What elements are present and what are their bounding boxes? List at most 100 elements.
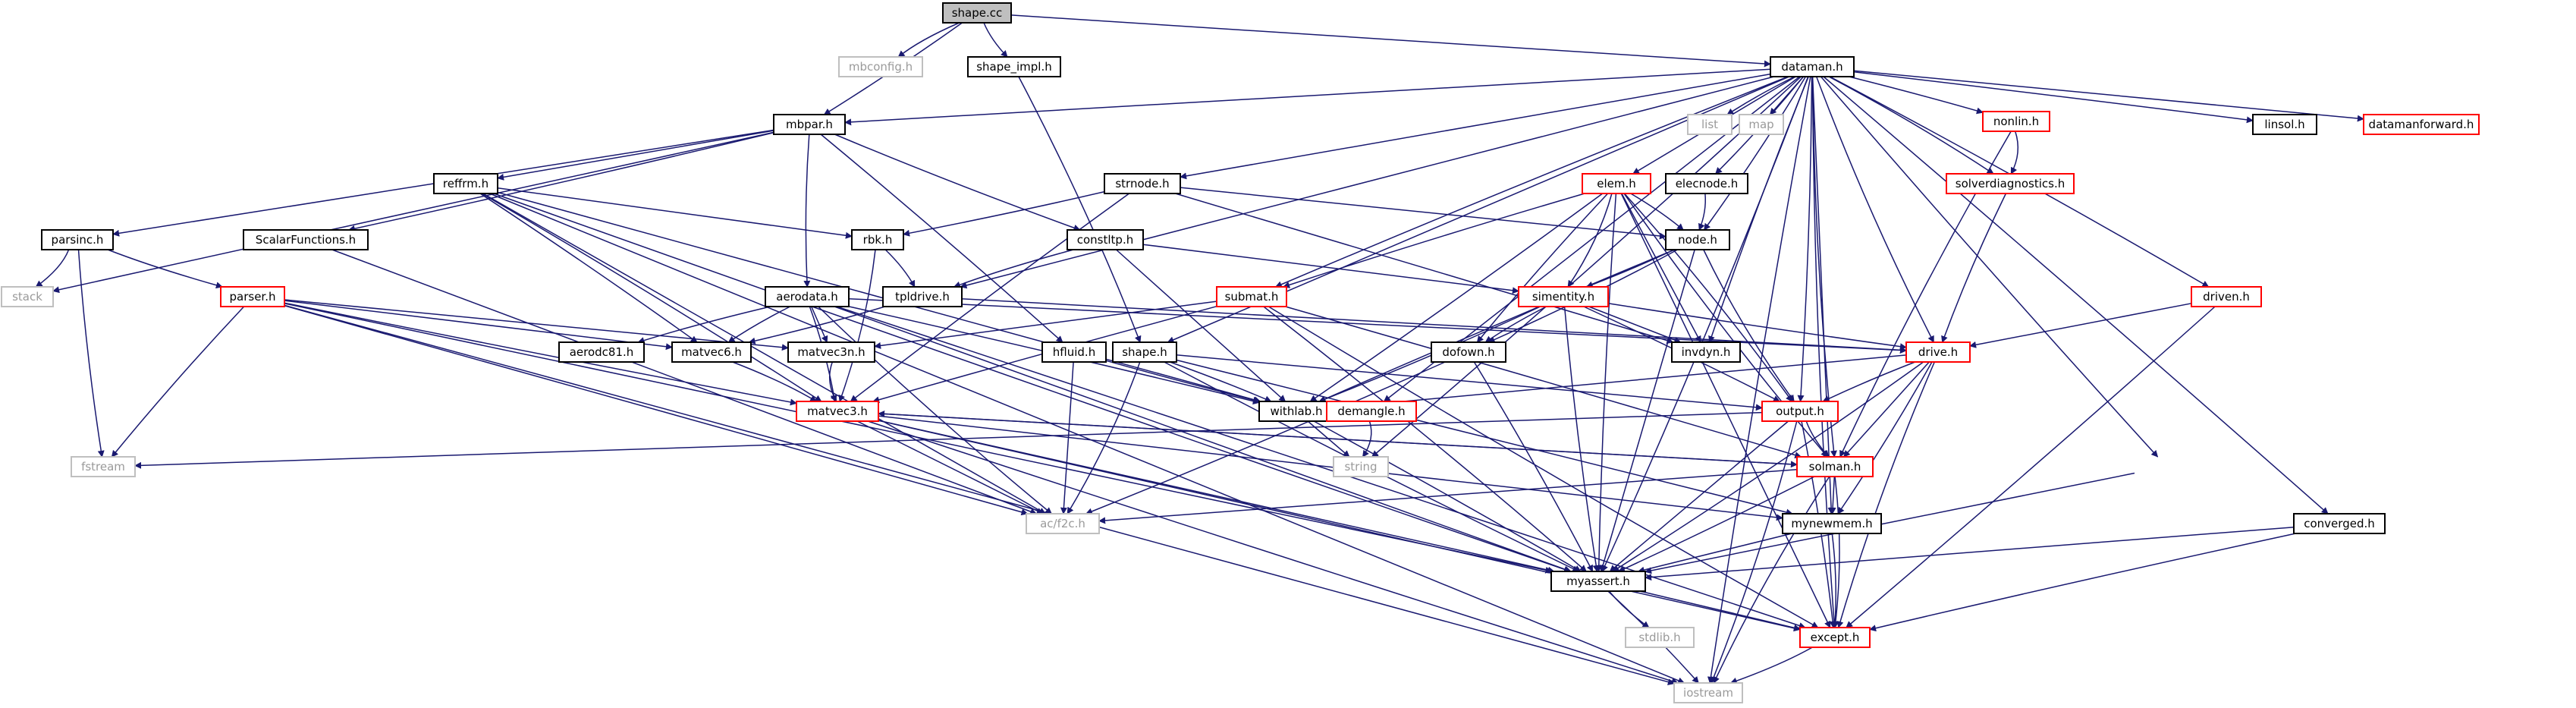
node-box <box>1905 341 1971 363</box>
edge-dofown_h-to-ac_f2c_h <box>1085 361 1446 515</box>
node-dofown-h[interactable]: dofown.h <box>1431 341 1506 363</box>
node-nonlin-h[interactable]: nonlin.h <box>1982 111 2050 132</box>
node-output-h[interactable]: output.h <box>1761 401 1839 422</box>
node-rbk-h[interactable]: rbk.h <box>851 229 904 250</box>
edge-drive_h-to-mynewmem_h <box>1837 361 1933 514</box>
edge-output_h-to-solman_h <box>1805 420 1830 458</box>
node-except-h[interactable]: except.h <box>1799 627 1871 648</box>
node-converged-h[interactable]: converged.h <box>2293 513 2386 534</box>
node-iostream[interactable]: iostream <box>1673 682 1743 703</box>
edge-matvec3_h-to-mynewmem_h <box>878 415 1783 521</box>
edge-node_h-to-output_h <box>1703 249 1795 402</box>
node-shape-impl-h[interactable]: shape_impl.h <box>967 56 1061 77</box>
node-matvec3n-h[interactable]: matvec3n.h <box>787 341 875 363</box>
node-aerodc81-h[interactable]: aerodc81.h <box>558 341 645 363</box>
node-node-h[interactable]: node.h <box>1665 229 1730 250</box>
node-list[interactable]: list <box>1687 114 1733 135</box>
node-linsol-h[interactable]: linsol.h <box>2252 114 2317 135</box>
node-elem-h[interactable]: elem.h <box>1582 173 1651 194</box>
node-box <box>1112 341 1177 363</box>
node-label: datamanforward.h <box>2369 118 2474 131</box>
edge-simentity_h-to-invdyn_h <box>1588 306 1682 344</box>
node-mbpar-h[interactable]: mbpar.h <box>773 114 846 135</box>
node-myassert-h[interactable]: myassert.h <box>1550 571 1646 592</box>
node-label: aerodc81.h <box>570 345 634 359</box>
edge-reffrm_h-to-matvec3_h <box>481 193 822 402</box>
node-box <box>1796 456 1874 477</box>
node-box <box>433 173 498 194</box>
edge-submat_h-to-matvec3n_h <box>874 301 1217 349</box>
edge-shape_impl_h-to-shape_h <box>1018 76 1142 343</box>
edge-solman_h-to-matvec3_h <box>878 410 1798 465</box>
edge-dataman_h-to-node_h <box>1703 76 1807 231</box>
node-label: reffrm.h <box>443 177 488 190</box>
edge-strnode_h-to-invdyn_h <box>1175 193 1674 344</box>
node-shape-h[interactable]: shape.h <box>1112 341 1177 363</box>
edge-matvec6_h-to-matvec3_h <box>732 361 818 402</box>
node-matvec6-h[interactable]: matvec6.h <box>671 341 752 363</box>
node-invdyn-h[interactable]: invdyn.h <box>1671 341 1741 363</box>
node-stack[interactable]: stack <box>1 286 54 307</box>
edge-reffrm_h-to-rbk_h <box>497 187 853 239</box>
edge-elem_h-to-simentity_h <box>1567 193 1613 288</box>
node-strnode-h[interactable]: strnode.h <box>1104 173 1181 194</box>
edge-parser_h-to-matvec3_h <box>284 302 797 406</box>
node-label: simentity.h <box>1532 290 1594 304</box>
edge-driven_h-to-except_h <box>1846 306 2216 628</box>
node-hfluid-h[interactable]: hfluid.h <box>1041 341 1107 363</box>
node-box <box>2191 286 2262 307</box>
node-label: mbpar.h <box>786 118 833 131</box>
edge-strnode_h-to-rbk_h <box>903 190 1105 237</box>
node-demangle-h[interactable]: demangle.h <box>1326 401 1417 422</box>
node-box <box>2363 114 2480 135</box>
node-parser-h[interactable]: parser.h <box>220 286 285 307</box>
node-string[interactable]: string <box>1333 456 1389 477</box>
node-box <box>1582 173 1651 194</box>
node-constltp-h[interactable]: constltp.h <box>1067 229 1144 250</box>
node-solman-h[interactable]: solman.h <box>1796 456 1874 477</box>
node-submat-h[interactable]: submat.h <box>1216 286 1287 307</box>
node-withlab-h[interactable]: withlab.h <box>1258 401 1334 422</box>
node-box <box>1104 173 1181 194</box>
edge-node_h-to-myassert_h <box>1599 249 1695 572</box>
node-label: matvec3.h <box>807 404 868 418</box>
node-simentity-h[interactable]: simentity.h <box>1518 286 1609 307</box>
node-elecnode-h[interactable]: elecnode.h <box>1665 173 1748 194</box>
edge-dataman_h-to-linsol_h <box>1853 71 2254 124</box>
node-mynewmem-h[interactable]: mynewmem.h <box>1782 513 1882 534</box>
edge-dataman_h-to-nonlin_h <box>1849 76 1984 115</box>
edge-strnode_h-to-matvec3_h <box>850 193 1130 402</box>
node-datamanforward-h[interactable]: datamanforward.h <box>2363 114 2480 135</box>
node-map[interactable]: map <box>1739 114 1784 135</box>
edge-aerodata_h-to-drive_h <box>848 297 1907 354</box>
node-parsinc-h[interactable]: parsinc.h <box>41 229 114 250</box>
edge-dataman_h-to-solverdiagnostics_h <box>1828 76 1994 175</box>
edge-dataman_h-to-strnode_h <box>1180 73 1771 180</box>
edge-vecitr_h-to-myassert_h <box>1645 472 2135 574</box>
node-ac-f2c-h[interactable]: ac/f2c.h <box>1026 513 1100 534</box>
node-shape-cc[interactable]: shape.cc <box>942 2 1012 24</box>
edge-converged_h-to-except_h <box>1869 533 2296 632</box>
node-aerodata-h[interactable]: aerodata.h <box>765 286 850 307</box>
node-dataman-h[interactable]: dataman.h <box>1770 56 1855 77</box>
node-driven-h[interactable]: driven.h <box>2191 286 2262 307</box>
node-label: string <box>1344 460 1377 474</box>
node-label: solman.h <box>1809 460 1861 474</box>
node-tpldrive-h[interactable]: tpldrive.h <box>882 286 963 307</box>
node-scalarfunctions-h[interactable]: ScalarFunctions.h <box>243 229 369 250</box>
edge-dataman_h-to-output_h <box>1797 76 1813 402</box>
node-box <box>1333 456 1389 477</box>
node-matvec3-h[interactable]: matvec3.h <box>796 401 879 422</box>
node-reffrm-h[interactable]: reffrm.h <box>433 173 498 194</box>
node-stdlib-h[interactable]: stdlib.h <box>1625 627 1695 648</box>
node-label: linsol.h <box>2264 118 2304 131</box>
edge-drive_h-to-withlab_h <box>1333 354 1907 411</box>
node-solverdiagnostics-h[interactable]: solverdiagnostics.h <box>1946 173 2075 194</box>
edge-matvec3_h-to-myassert_h <box>878 420 1555 574</box>
node-box <box>1 286 54 307</box>
node-mbconfig-h[interactable]: mbconfig.h <box>838 56 923 77</box>
node-fstream[interactable]: fstream <box>71 456 136 477</box>
node-drive-h[interactable]: drive.h <box>1905 341 1971 363</box>
node-label: myassert.h <box>1566 574 1630 588</box>
